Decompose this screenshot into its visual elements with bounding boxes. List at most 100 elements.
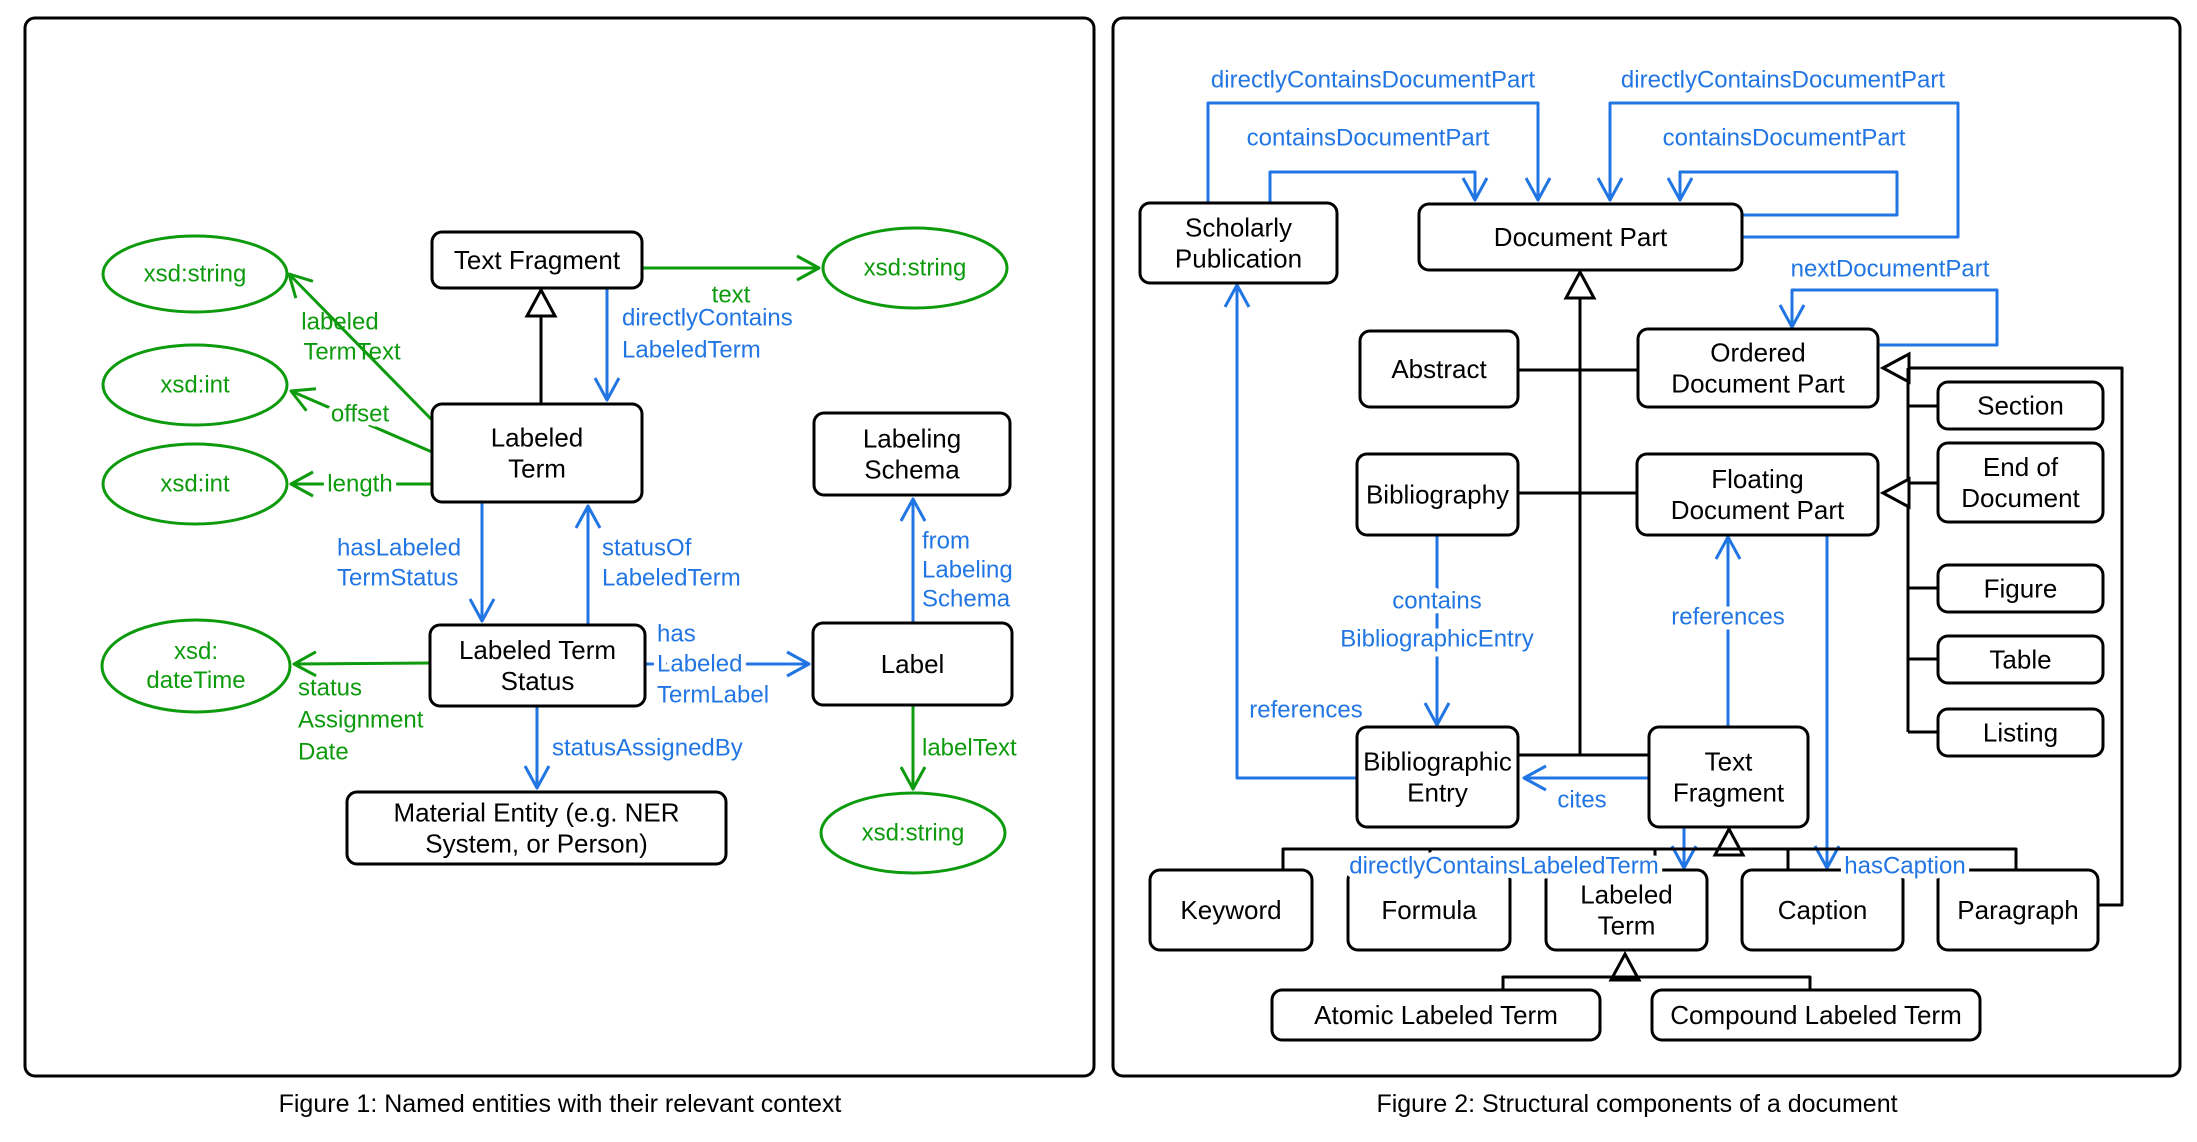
datatype-xsd-string-2-label: xsd:string [864, 255, 967, 282]
node-compound-labeled-term [1650, 988, 1982, 1042]
datatype-xsd-int-1 [101, 343, 289, 427]
node-scholarly-publication-label: Publication [1175, 244, 1302, 274]
edge-label-offset: offset [331, 401, 390, 428]
node-listing [1936, 707, 2105, 758]
edge-label-hascaption: hasCaption [1844, 853, 1965, 880]
edge-label-directlycontains: directlyContains [622, 305, 793, 332]
references-floating-arrowhead [1714, 535, 1742, 560]
edge-bottom-rail [1281, 847, 2018, 870]
edge-directly-contains-document-part-1 [1206, 101, 1540, 203]
node-listing-label: Listing [1983, 718, 2058, 748]
trunk-isa-hollow-triangle [1563, 268, 1597, 300]
edge-label-assignment: Assignment [298, 707, 424, 734]
directly-contains-labeled-term-arrowhead [593, 377, 621, 402]
edge-label-labeledterm: LabeledTerm [622, 337, 761, 364]
node-table-label: Table [1989, 645, 2051, 675]
datatype-xsd-datetime-label: dateTime [146, 667, 245, 694]
node-text-fragment-2-label: Fragment [1673, 778, 1785, 808]
edge-next-document-part [1790, 288, 1999, 347]
node-bibliography-label: Bibliography [1366, 480, 1509, 510]
node-floating-document-part-label: Document Part [1671, 495, 1845, 525]
node-keyword [1148, 868, 1314, 952]
datatype-xsd-int-1-label: xsd:int [160, 372, 230, 399]
node-bibliographic-entry [1355, 725, 1520, 829]
node-paragraph [1936, 868, 2100, 952]
node-labeled-term-2-label: Term [1598, 911, 1656, 941]
node-labeled-term-label: Labeled [491, 423, 584, 453]
node-caption-node [1740, 868, 1905, 952]
datatype-xsd-string-2 [821, 226, 1009, 310]
node-bibliographic-entry-label: Entry [1407, 778, 1468, 808]
edge-label-has: has [657, 621, 696, 648]
offset-arrowhead [289, 387, 317, 412]
node-ordered-document-part-label: Document Part [1671, 369, 1845, 399]
node-document-part-label: Document Part [1494, 222, 1668, 252]
floating-isa-main-hollow-triangle [1879, 476, 1911, 510]
label-text-arrowhead [899, 766, 927, 791]
node-labeled-term-status-label: Status [501, 666, 575, 696]
node-labeling-schema [812, 411, 1012, 497]
datatype-xsd-datetime-label: xsd: [174, 638, 218, 665]
node-labeled-term [430, 402, 644, 504]
edge-label-statusof: statusOf [602, 535, 692, 562]
node-text-fragment-label: Text Fragment [454, 245, 621, 275]
contains-bibliographic-entry-arrowhead [1423, 702, 1451, 727]
node-bibliography [1355, 452, 1520, 537]
node-label-label: Label [881, 649, 945, 679]
next-document-part-arrowhead [1778, 304, 1806, 329]
from-labeling-schema-arrowhead [899, 497, 927, 522]
edge-label-status: status [298, 675, 362, 702]
directly-contains-labeled-term-2-arrowhead [1670, 845, 1698, 870]
edge-status-assignment-date [293, 661, 431, 666]
node-section-label: Section [1977, 391, 2064, 421]
edge-label-termlabel: TermLabel [657, 682, 769, 709]
edge-label-references: references [1671, 604, 1784, 631]
node-labeling-schema-label: Schema [864, 455, 960, 485]
node-labeled-term-2 [1544, 868, 1709, 952]
length-arrowhead [289, 470, 314, 498]
cites-arrowhead [1522, 764, 1547, 792]
labeled-term-isa-2-hollow-triangle [1608, 950, 1642, 982]
edge-label-labeltext: labelText [922, 735, 1017, 762]
edge-label-nextdocumentpart: nextDocumentPart [1791, 256, 1990, 283]
node-labeled-term-status-label: Labeled Term [459, 635, 616, 665]
labeled-term-isa-hollow-triangle [524, 286, 558, 318]
node-labeling-schema-label: Labeling [863, 424, 961, 454]
directly-contains-document-part-2-arrowhead [1596, 177, 1624, 202]
figure1-caption: Figure 1: Named entities with their rele… [279, 1090, 842, 1118]
has-caption-arrowhead [1813, 845, 1841, 870]
edge-label-bibliographicentry: BibliographicEntry [1340, 626, 1533, 653]
node-keyword-label: Keyword [1180, 895, 1281, 925]
node-section [1936, 380, 2105, 431]
edge-label-directlycontainsdocumentpart: directlyContainsDocumentPart [1211, 67, 1535, 94]
edge-label-date: Date [298, 739, 349, 766]
datatype-xsd-string-3-label: xsd:string [862, 820, 965, 847]
node-formula [1346, 868, 1512, 952]
edge-label-text: text [712, 282, 751, 309]
edge-label-cites: cites [1557, 787, 1606, 814]
node-caption-node-label: Caption [1778, 895, 1868, 925]
node-text-fragment-2-label: Text [1705, 747, 1753, 777]
node-material-entity-label: Material Entity (e.g. NER [393, 798, 679, 828]
datatype-xsd-int-2 [101, 442, 289, 526]
node-label [811, 621, 1014, 707]
node-compound-labeled-term-label: Compound Labeled Term [1670, 1000, 1961, 1030]
node-atomic-labeled-term [1270, 988, 1602, 1042]
node-abstract-label: Abstract [1391, 354, 1487, 384]
edge-label-labeling: Labeling [922, 557, 1013, 584]
node-end-of-document [1936, 441, 2105, 524]
edge-label-statusassignedby: statusAssignedBy [552, 735, 743, 762]
node-abstract [1358, 329, 1520, 409]
node-material-entity [345, 790, 728, 866]
datatype-xsd-string-1 [101, 234, 289, 314]
node-paragraph-label: Paragraph [1957, 895, 2078, 925]
edge-label-schema: Schema [922, 586, 1011, 613]
edge-atomic-bracket [1501, 975, 1812, 990]
node-labeled-term-status [428, 623, 647, 708]
edge-contains-document-part-1 [1268, 170, 1477, 203]
node-figure-label: Figure [1984, 574, 2058, 604]
status-assignment-date-arrowhead [292, 650, 317, 678]
datatype-xsd-int-2-label: xsd:int [160, 471, 230, 498]
